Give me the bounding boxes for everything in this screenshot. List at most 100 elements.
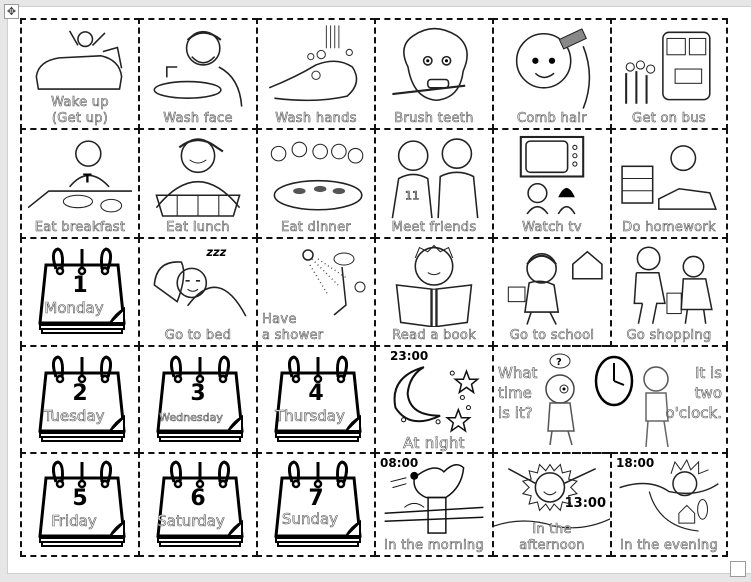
svg-text:11: 11 xyxy=(405,188,420,202)
day-name: Thursday xyxy=(275,407,345,426)
rooster-crowing-icon xyxy=(382,458,486,537)
day-name: Saturday xyxy=(157,512,225,531)
card-label: In the morning xyxy=(384,538,484,553)
smiling-sun-icon xyxy=(500,458,604,521)
card-meet-friends: 11 Meet friends xyxy=(374,128,494,239)
card-label: In the evening xyxy=(620,538,718,553)
card-day-sunday: 7 Sunday xyxy=(256,452,376,557)
card-in-the-afternoon: 13:00 In the afternoon xyxy=(492,452,612,557)
card-day-thursday: 4 Thursday xyxy=(256,345,376,454)
boys-and-clock-icon: ? xyxy=(545,353,669,448)
card-eat-breakfast: T Eat breakfast xyxy=(20,128,140,239)
day-name: Tuesday xyxy=(43,407,105,426)
card-day-friday: 5 Friday xyxy=(20,452,140,557)
table-resize-handle[interactable] xyxy=(730,561,746,577)
card-wash-hands: Wash hands xyxy=(256,18,376,130)
boy-eating-breakfast-icon: T xyxy=(27,134,132,219)
card-day-tuesday: 2 Tuesday xyxy=(20,345,140,454)
card-brush-teeth: Brush teeth xyxy=(374,18,494,130)
card-day-wednesday: 3 Wednesday xyxy=(138,345,258,454)
day-number: 2 xyxy=(72,381,88,406)
card-label: Eat breakfast xyxy=(34,220,126,235)
setting-sun-over-hill-icon xyxy=(618,458,720,537)
boy-stretching-in-bed-icon xyxy=(28,24,132,98)
card-label: Wash hands xyxy=(275,111,357,126)
card-label: Go shopping xyxy=(626,328,712,343)
boy-reading-book-icon xyxy=(382,243,486,328)
girl-walking-to-school-icon xyxy=(500,243,604,327)
two-friends-icon: 11 xyxy=(382,134,486,219)
card-wake-up: Wake up (Get up) xyxy=(20,18,140,130)
time-label: 18:00 xyxy=(616,456,655,470)
girl-washing-face-icon xyxy=(146,24,250,110)
card-label: At night xyxy=(403,434,465,452)
child-brushing-teeth-icon xyxy=(382,24,486,110)
card-in-the-evening: 18:00 In the evening xyxy=(610,452,728,557)
card-label: Watch tv xyxy=(522,220,582,235)
time-label: 08:00 xyxy=(380,456,419,470)
day-number: 6 xyxy=(190,486,206,511)
card-get-on-bus: Get on bus xyxy=(610,18,728,130)
time-label: 23:00 xyxy=(390,349,429,363)
svg-text:?: ? xyxy=(556,357,562,368)
card-label: Brush teeth xyxy=(394,111,474,126)
boy-doing-homework-icon xyxy=(618,134,720,219)
card-go-to-school: Go to school xyxy=(492,237,612,347)
card-comb-hair: Comb hair xyxy=(492,18,612,130)
card-label-line1: Wake up xyxy=(51,95,109,110)
child-combing-hair-icon xyxy=(500,24,604,110)
card-day-monday: 1 Monday xyxy=(20,237,140,347)
moon-and-stars-icon xyxy=(382,363,486,434)
people-shopping-icon xyxy=(618,243,720,327)
card-label: Eat dinner xyxy=(280,220,352,235)
day-number: 3 xyxy=(190,381,206,406)
question-line-1: What xyxy=(498,364,538,383)
hill-line xyxy=(494,518,610,529)
answer-line-2: two xyxy=(694,384,722,403)
card-go-shopping: Go shopping xyxy=(610,237,728,347)
card-label: Comb hair xyxy=(517,111,587,126)
table-move-handle-icon[interactable]: ✥ xyxy=(4,4,19,19)
question-line-3: is it? xyxy=(498,404,533,423)
card-label: Wash face xyxy=(163,111,233,126)
day-number: 7 xyxy=(308,486,324,511)
card-label: Eat lunch xyxy=(166,220,230,235)
svg-text:T: T xyxy=(83,171,92,186)
day-number: 4 xyxy=(308,381,324,406)
time-label: 13:00 xyxy=(564,496,606,511)
card-label: Go to bed xyxy=(164,328,232,343)
answer-line-1: It is xyxy=(694,364,723,383)
card-label-line2: afternoon xyxy=(519,538,585,553)
boy-with-lunch-tray-icon xyxy=(146,134,250,219)
family-dinner-icon xyxy=(264,134,368,219)
card-label: Do homework xyxy=(622,220,716,235)
children-boarding-school-bus-icon xyxy=(618,24,720,110)
card-watch-tv: Watch tv xyxy=(492,128,612,239)
card-day-saturday: 6 Saturday xyxy=(138,452,258,557)
card-label-line1: In the xyxy=(532,522,572,537)
card-wash-face: Wash face xyxy=(138,18,258,130)
card-label-line1: Have xyxy=(262,312,297,327)
day-name: Monday xyxy=(44,299,104,318)
card-label: Go to school xyxy=(509,328,595,343)
day-name: Sunday xyxy=(281,510,339,529)
card-at-night: 23:00 At night xyxy=(374,345,494,454)
boy-sleeping-icon: zzz xyxy=(146,243,250,327)
day-name: Friday xyxy=(51,512,97,531)
card-have-a-shower: Have a shower xyxy=(256,237,376,347)
card-label-line2: a shower xyxy=(262,328,324,343)
day-number: 5 xyxy=(72,486,88,511)
card-label: Get on bus xyxy=(632,111,706,126)
person-showering-icon xyxy=(298,243,368,327)
question-line-2: time xyxy=(498,384,532,403)
day-number: 1 xyxy=(72,273,88,298)
card-label: Read a book xyxy=(392,328,476,343)
card-do-homework: Do homework xyxy=(610,128,728,239)
svg-text:zzz: zzz xyxy=(205,245,226,259)
card-eat-lunch: Eat lunch xyxy=(138,128,258,239)
answer-line-3: o'clock. xyxy=(665,404,722,423)
day-name: Wednesday xyxy=(159,411,223,425)
card-label-line2: (Get up) xyxy=(51,111,109,126)
card-eat-dinner: Eat dinner xyxy=(256,128,376,239)
daily-routine-worksheet-grid: Wake up (Get up) Wash face Wash hands Br… xyxy=(20,18,728,557)
